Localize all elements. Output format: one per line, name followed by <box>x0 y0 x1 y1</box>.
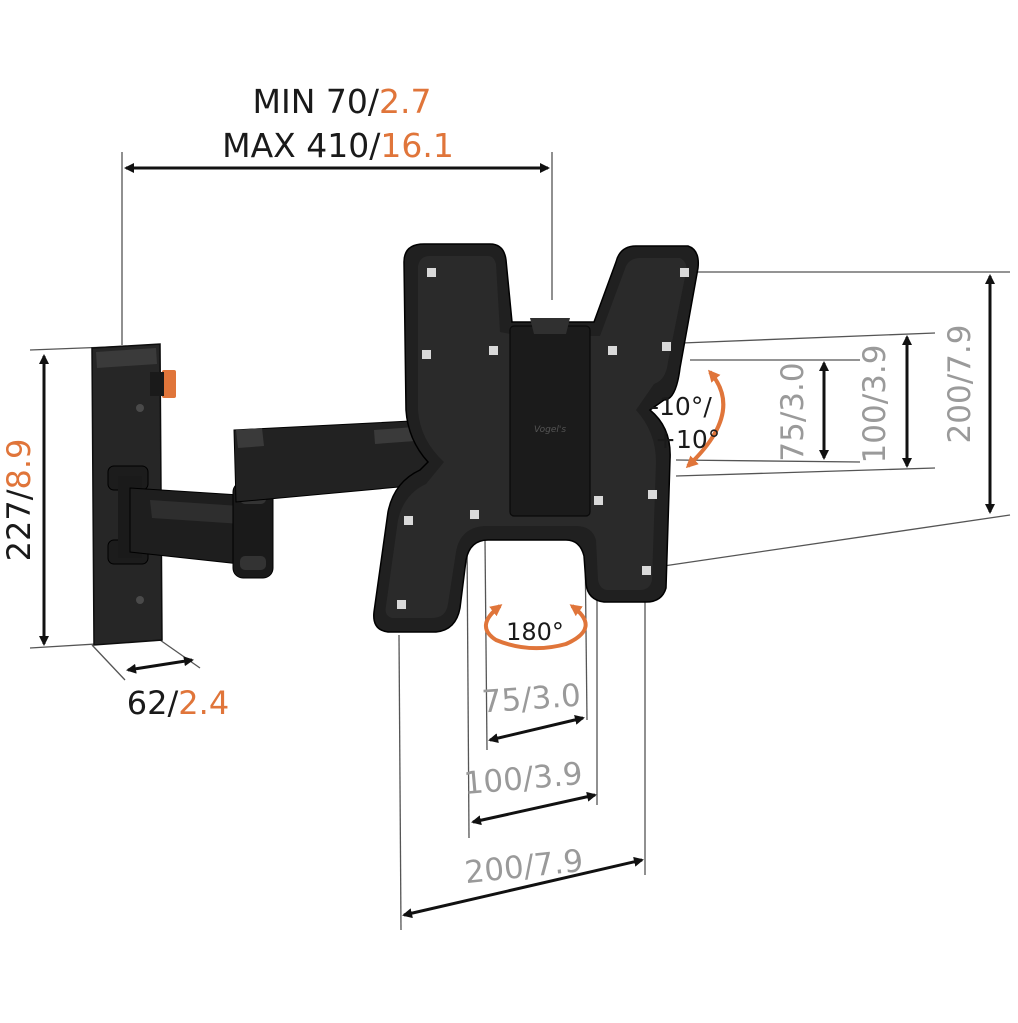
vertical-center-rail <box>509 325 591 517</box>
vesa-holes <box>397 268 689 609</box>
tilt-line-2: +10° <box>655 425 720 454</box>
plate-height-inch: 8.9 <box>0 439 38 490</box>
vesa-h-75: 75/3.0 <box>481 678 582 721</box>
vesa-horizontal-labels: 75/3.0 100/3.9 200/7.9 <box>462 678 585 892</box>
vesa-h-100: 100/3.9 <box>462 756 584 802</box>
depth-label: MIN 70/2.7 MAX 410/16.1 <box>222 82 454 165</box>
vesa-h-100-arrow <box>471 791 597 826</box>
plate-height-label: 227/8.9 <box>0 439 38 562</box>
plate-width-arrow <box>126 656 194 674</box>
tilt-line-1: -10°/ <box>650 392 712 421</box>
depth-max-mm: MAX 410/ <box>222 126 381 165</box>
plate-width-label: 62/2.4 <box>127 684 229 722</box>
depth-min-mm: MIN 70/ <box>253 82 380 121</box>
plate-height-mm: 227/ <box>0 489 38 561</box>
svg-text:MAX 410/16.1: MAX 410/16.1 <box>222 126 454 165</box>
dimension-arrows <box>39 163 995 919</box>
vesa-v-200: 200/7.9 <box>942 325 978 444</box>
brand-logo: Vogel's <box>534 425 566 435</box>
swivel-label: 180° <box>506 618 564 646</box>
vesa-h-75-arrow <box>488 714 585 744</box>
vesa-v-100: 100/3.9 <box>857 345 893 464</box>
depth-max-inch: 16.1 <box>380 126 453 165</box>
orange-lock-tab <box>162 370 176 398</box>
tv-bracket-plate: Vogel's <box>373 243 700 633</box>
tilt-rotation-arrow <box>685 369 726 469</box>
depth-min-inch: 2.7 <box>379 82 431 121</box>
svg-text:MIN 70/2.7: MIN 70/2.7 <box>253 82 432 121</box>
vesa-vertical-labels: 75/3.0 100/3.9 200/7.9 <box>775 325 978 464</box>
swing-arm <box>107 419 433 579</box>
vesa-h-200: 200/7.9 <box>463 843 585 891</box>
plate-width-inch: 2.4 <box>178 684 229 722</box>
swivel-rotation-arrow <box>484 604 588 651</box>
vesa-v-75: 75/3.0 <box>775 362 811 461</box>
tilt-label: -10°/ +10° <box>650 392 720 454</box>
plate-width-mm: 62/ <box>127 684 179 722</box>
vesa-h-200-arrow <box>402 856 644 919</box>
